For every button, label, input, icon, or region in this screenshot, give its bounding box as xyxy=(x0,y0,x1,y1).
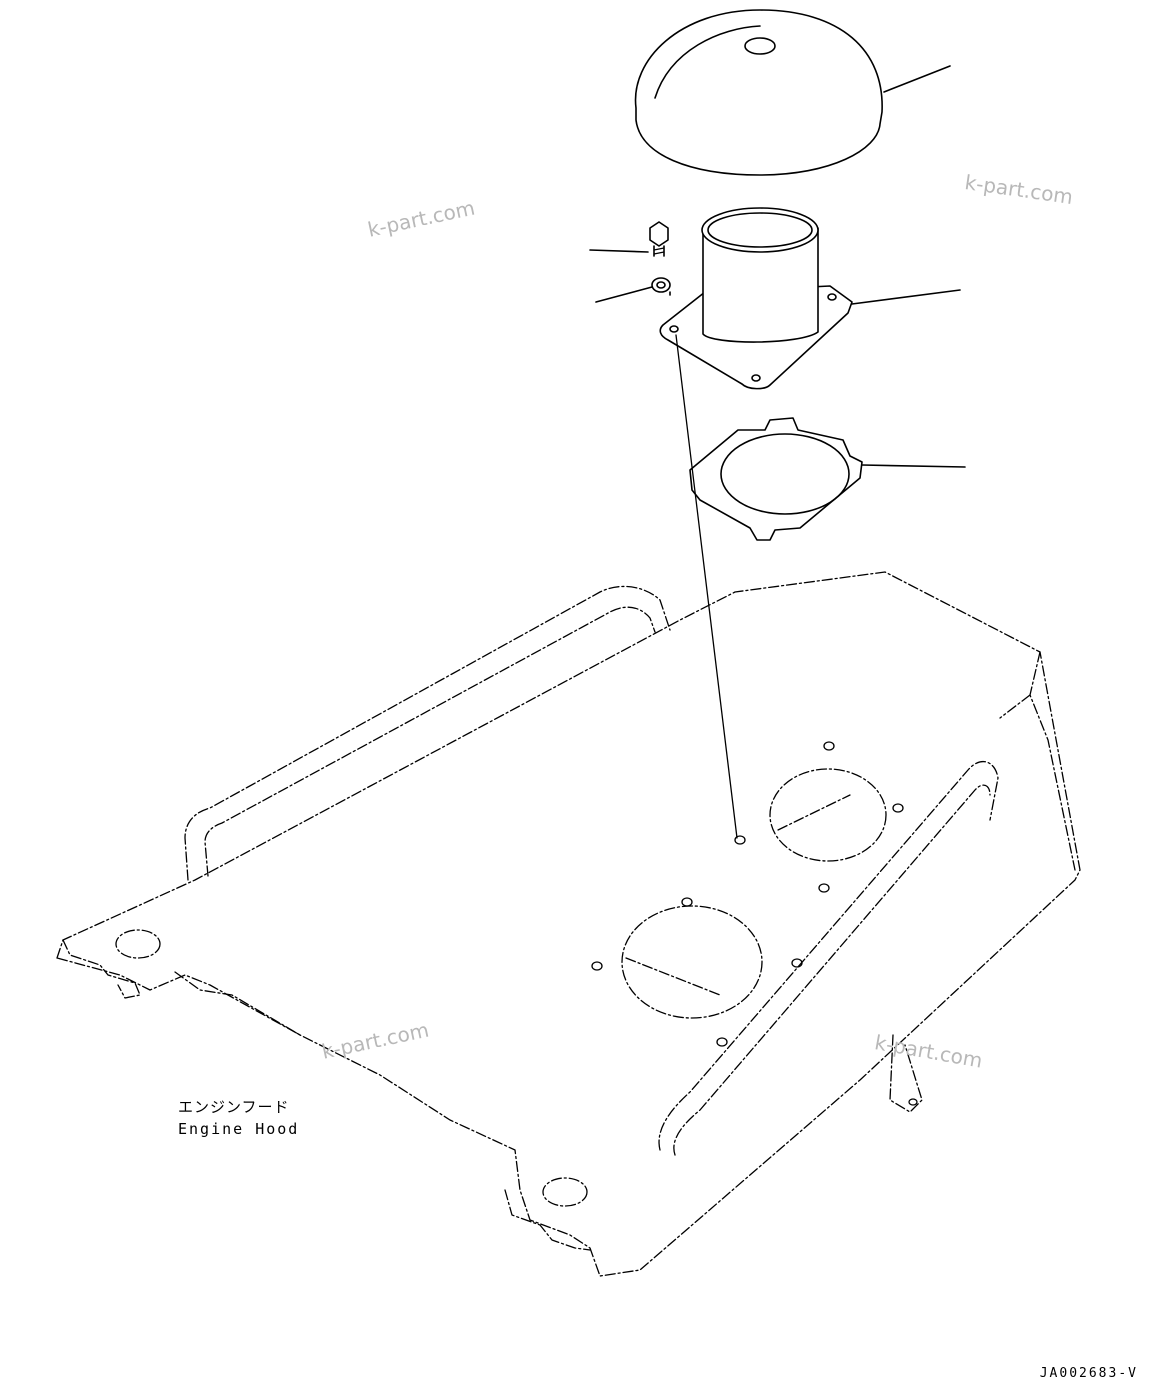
leader-line-pipe xyxy=(851,289,961,305)
exhaust-pipe xyxy=(659,207,961,390)
drawing-code: JA002683-V xyxy=(1039,1366,1138,1381)
leader-line-gasket xyxy=(861,464,966,468)
washer xyxy=(595,277,671,303)
gasket xyxy=(689,417,966,541)
rain-cap xyxy=(634,9,951,176)
bolt xyxy=(589,221,669,257)
leader-line-washer xyxy=(595,286,653,303)
engine-hood xyxy=(56,571,1081,1277)
leader-line-cap xyxy=(883,65,951,93)
engine-hood-label-en: Engine Hood xyxy=(178,1120,300,1138)
engine-hood-label-jp: エンジンフード xyxy=(178,1098,290,1116)
hood-bolt-holes xyxy=(591,741,918,1106)
leader-line-bolt xyxy=(589,249,649,253)
assembly-line xyxy=(675,334,738,839)
